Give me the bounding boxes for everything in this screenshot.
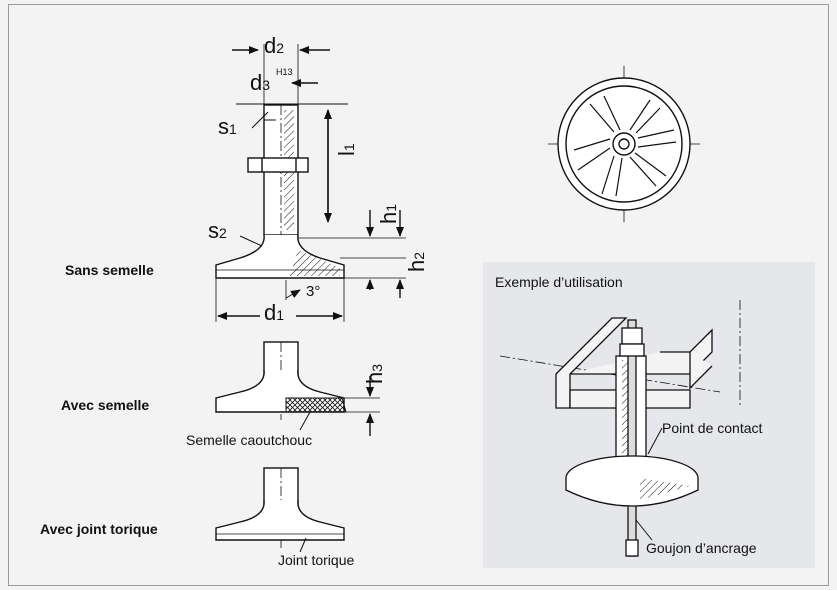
- label-sans-semelle: Sans semelle: [65, 262, 154, 278]
- dim-l1-sub: 1: [341, 143, 357, 152]
- dim-d3-sub: 3: [262, 77, 271, 93]
- main-leveling-foot: [215, 44, 406, 322]
- label-point-contact: Point de contact: [662, 420, 763, 436]
- dim-d1-letter: d: [264, 300, 277, 325]
- dim-d1: d1: [264, 300, 284, 326]
- dim-d2-sub: 2: [276, 40, 285, 56]
- dim-h2: h2: [404, 252, 430, 272]
- top-view: [548, 66, 700, 222]
- example-panel: [483, 262, 815, 568]
- dim-s2: s2: [208, 218, 227, 244]
- dim-d2-letter: d: [264, 33, 277, 58]
- dim-h1-letter: h: [376, 211, 401, 224]
- label-exemple: Exemple d’utilisation: [495, 274, 623, 290]
- dim-h2-sub: 2: [411, 251, 427, 260]
- dim-tolerance: H13: [276, 67, 293, 77]
- dim-h3-sub: 3: [369, 363, 385, 372]
- dim-d1-sub: 1: [276, 307, 285, 323]
- dim-s1-letter: s: [218, 114, 229, 139]
- label-goujon: Goujon d’ancrage: [646, 540, 757, 556]
- label-semelle-caoutchouc: Semelle caoutchouc: [186, 432, 313, 448]
- label-avec-joint: Avec joint torique: [40, 521, 158, 537]
- dim-angle: 3°: [306, 283, 321, 300]
- variant-semelle: [215, 341, 380, 436]
- dim-s1: s1: [218, 114, 237, 140]
- dim-d3: d3: [250, 70, 270, 96]
- dim-h1: h1: [376, 204, 402, 224]
- dim-h3-letter: h: [362, 371, 387, 384]
- dim-h3: h3: [362, 364, 388, 384]
- dim-d2: d2: [264, 33, 284, 59]
- example-assembly: [499, 300, 741, 557]
- dim-s2-sub: 2: [219, 225, 227, 241]
- dim-l1-letter: l: [334, 151, 359, 156]
- dim-s1-sub: 1: [229, 121, 237, 137]
- label-joint-torique: Joint torique: [278, 552, 355, 568]
- dim-h1-sub: 1: [383, 203, 399, 212]
- label-avec-semelle: Avec semelle: [61, 397, 150, 413]
- dim-s2-letter: s: [208, 218, 219, 243]
- dim-l1: l1: [334, 143, 360, 156]
- dim-d3-letter: d: [250, 70, 263, 95]
- variant-joint: [215, 467, 345, 553]
- dim-h2-letter: h: [404, 259, 429, 272]
